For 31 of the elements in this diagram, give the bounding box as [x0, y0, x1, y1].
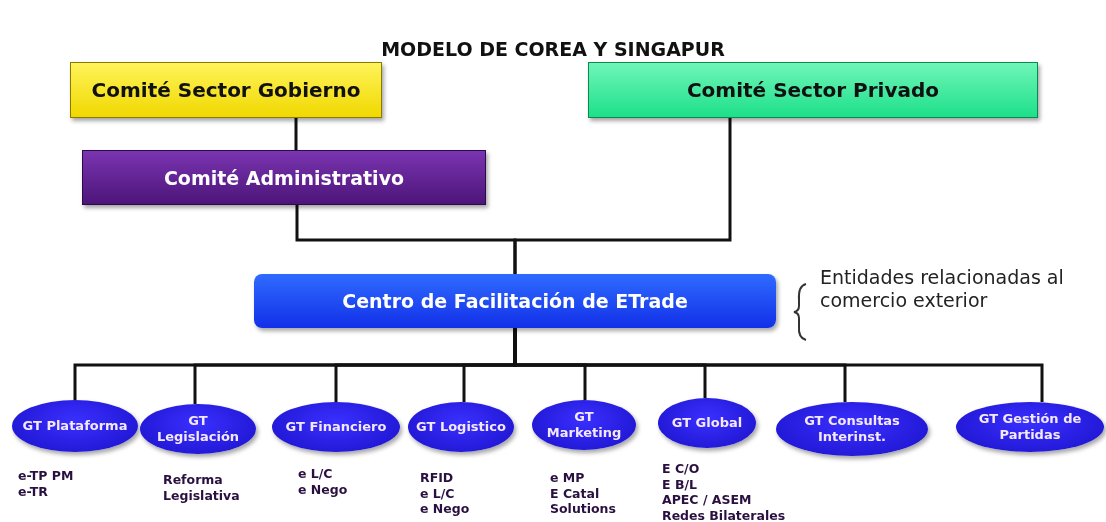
- working-group-ellipse: GT Financiero: [272, 402, 400, 452]
- working-group-ellipse: GT Consultas Interinst.: [776, 402, 928, 456]
- diagram-title: MODELO DE COREA Y SINGAPUR: [380, 38, 726, 60]
- working-group-ellipse: GT Marketing: [532, 400, 636, 450]
- topic-text: e-TP PM: [18, 468, 74, 484]
- topic-text: e-TR: [18, 483, 49, 500]
- working-group-ellipse: GT Global: [658, 398, 756, 448]
- committee-box: Comité Sector Privado: [588, 62, 1038, 118]
- topic-text: E C/O: [662, 461, 701, 477]
- topic-text: E B/L: [662, 476, 698, 493]
- topic-text: APEC / ASEM: [662, 492, 753, 508]
- committee-box: Comité Sector Gobierno: [70, 62, 382, 118]
- committee-box: Comité Administrativo: [82, 150, 486, 205]
- topic-text: e L/C: [420, 485, 456, 502]
- working-group-ellipse: GT Plataforma: [12, 400, 138, 452]
- topic-text: e MP: [550, 470, 586, 486]
- topic-text: Reforma Legislativa: [163, 472, 241, 504]
- topic-text: e Nego: [298, 481, 348, 498]
- topic-text: Redes Bilaterales: [662, 507, 786, 522]
- topic-text: E Catal: [550, 485, 601, 502]
- working-group-ellipse: GT Gestión de Partidas: [956, 402, 1104, 452]
- connector-line: [294, 118, 298, 150]
- note-text: Entidades relacionadas al comercio exterior: [820, 266, 1065, 312]
- connector-line: [513, 118, 732, 274]
- topic-text: RFID: [420, 470, 455, 486]
- working-group-ellipse: GT Legislación: [140, 404, 256, 454]
- topic-text: e L/C: [298, 466, 334, 482]
- topic-text: e Nego: [420, 501, 470, 517]
- center-box: Centro de Facilitación de ETrade: [254, 274, 776, 328]
- topic-text: Solutions: [550, 501, 616, 517]
- working-group-ellipse: GT Logistico: [408, 402, 514, 452]
